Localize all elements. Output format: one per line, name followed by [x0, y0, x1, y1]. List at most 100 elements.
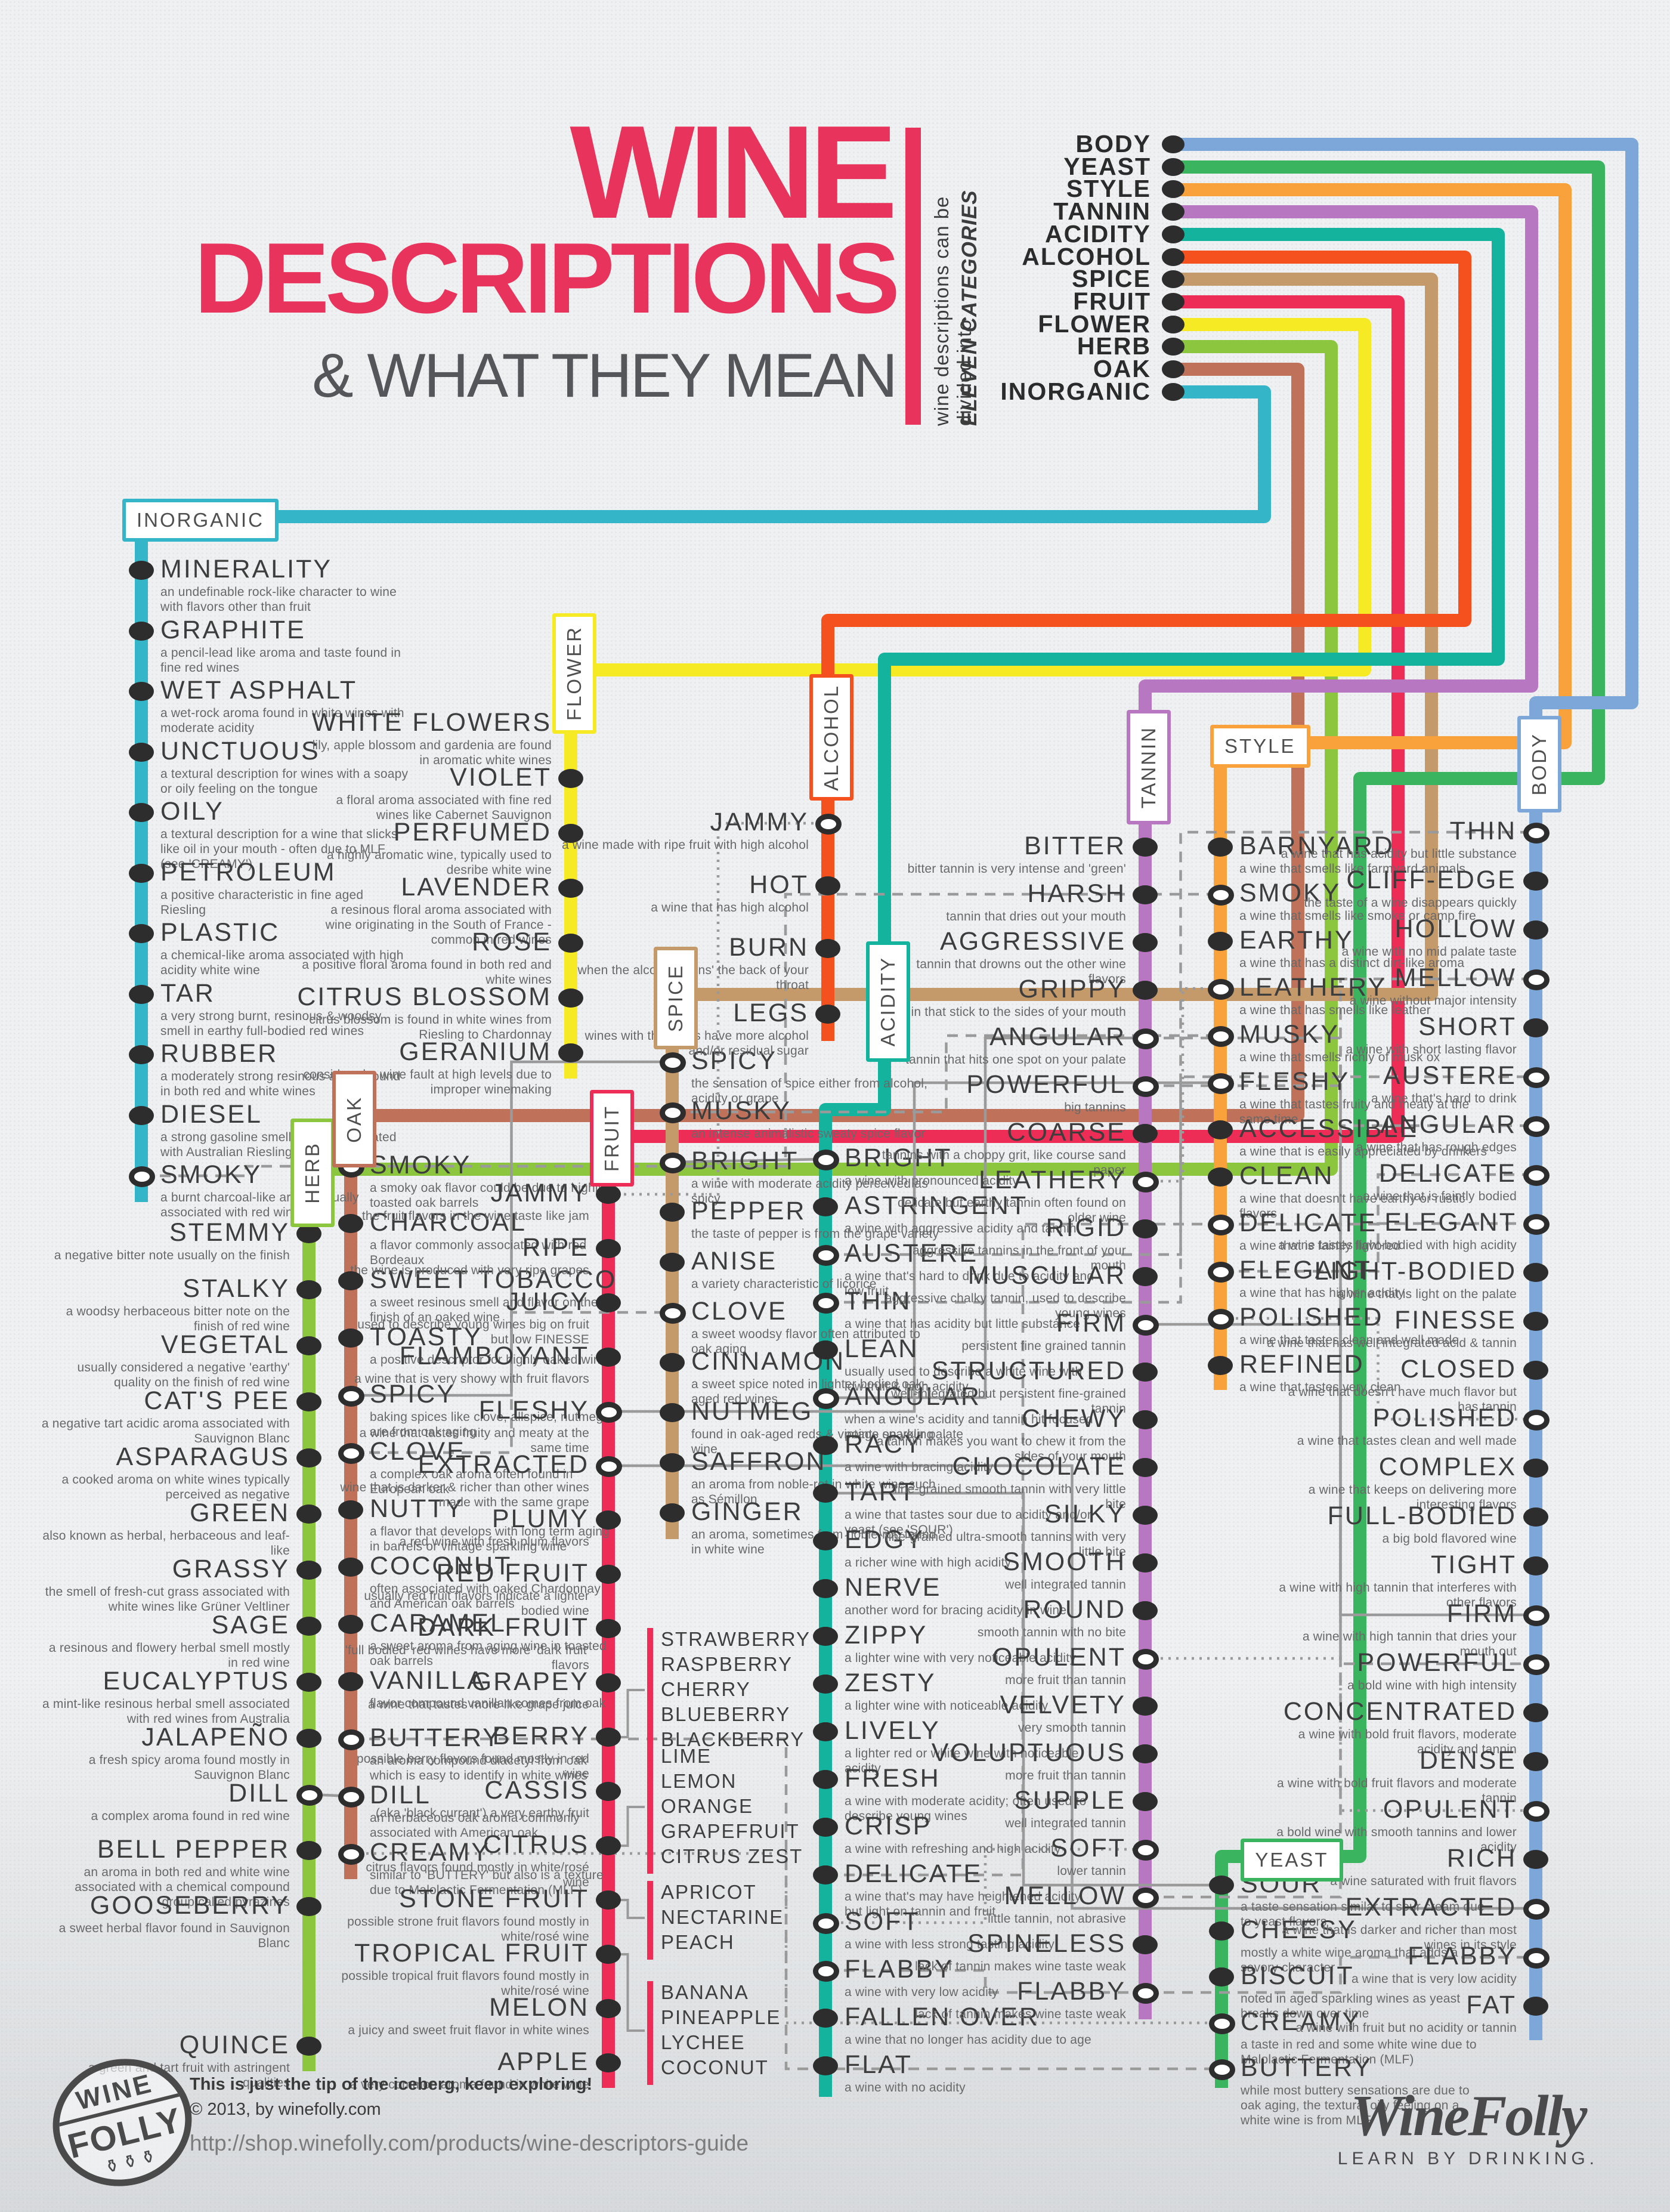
term-description: a sweet resinous smell and flavor on the… — [370, 1296, 598, 1324]
node-ring-dot — [1523, 969, 1550, 990]
node-ring-dot — [815, 814, 842, 835]
term-description: a resinous and flowery herbal smell most… — [48, 1641, 290, 1670]
node-dot — [296, 1617, 321, 1636]
term-description: a wine with high tannin that dries your … — [1302, 1630, 1517, 1658]
node-ring-dot — [338, 1787, 364, 1808]
term-item: CASSIS(aka 'black currant') a very earth… — [333, 1775, 589, 1821]
node-dot — [338, 1271, 363, 1290]
connector-angular-link — [1145, 1036, 1536, 1127]
node-dot — [1523, 1752, 1548, 1771]
term-label: FIRM — [1446, 1599, 1517, 1628]
term-label: MELLOW — [1394, 963, 1517, 992]
sublist-item: BLACKBERRY — [661, 1728, 805, 1750]
term-label: GINGER — [691, 1497, 803, 1526]
subway-line-body — [1172, 138, 1638, 2040]
sublist-item: NECTARINE — [661, 1906, 784, 1928]
node-dot — [129, 984, 154, 1004]
category-box-label: TANNIN — [1137, 725, 1159, 809]
node-dot — [296, 2037, 321, 2056]
connector-thin-link — [825, 830, 1536, 1304]
legend-label-tannin: TANNIN — [1053, 197, 1151, 225]
term-label: SUPPLE — [1014, 1786, 1126, 1815]
term-label: DIESEL — [160, 1099, 262, 1129]
term-label: BRIGHT — [691, 1147, 799, 1175]
node-dot — [1133, 1363, 1158, 1382]
legend-dot — [1162, 157, 1185, 176]
node-dot — [660, 1203, 685, 1222]
term-description: flavor compound vanillan comes from oak — [370, 1697, 606, 1710]
term-description: big tannins — [1064, 1101, 1126, 1114]
node-dot — [1523, 1997, 1548, 2016]
term-label: LEATHERY — [978, 1166, 1126, 1194]
term-description: fine-grained smooth tannin with very lit… — [893, 1482, 1126, 1511]
term-description: a sweet spice noted in lighter bodied oa… — [691, 1377, 927, 1406]
sublist-item: ORANGE — [661, 1795, 754, 1817]
node-ring-dot — [1133, 1887, 1159, 1908]
node-dot — [1133, 1267, 1158, 1286]
node-ring-dot — [1133, 1649, 1159, 1670]
term-label: ANGULAR — [989, 1022, 1126, 1051]
term-description: a wine that no longer has acidity due to… — [845, 2033, 1091, 2047]
legend-label-flower: FLOWER — [1038, 310, 1151, 338]
node-dot — [813, 1579, 838, 1598]
term-description: used to describe young wines big on frui… — [357, 1318, 589, 1346]
node-dot — [813, 1531, 838, 1550]
node-dot — [813, 2009, 838, 2028]
term-description: a wine that has acidity but little subst… — [1281, 847, 1517, 861]
term-label: FLAT — [845, 2050, 913, 2079]
term-label: PLUMY — [491, 1504, 589, 1533]
node-dot — [296, 1897, 321, 1916]
term-description: (aka 'black currant') a very earthy frui… — [375, 1806, 589, 1820]
term-label: NUTTY — [370, 1494, 465, 1523]
node-dot — [596, 1510, 621, 1530]
node-dot — [813, 1436, 838, 1455]
term-description: a woodsy herbaceous bitter note on the f… — [66, 1305, 290, 1333]
node-dot — [1133, 1935, 1158, 1954]
node-dot — [338, 1214, 363, 1233]
term-description: a wine that smells richly of musk ox — [1239, 1051, 1440, 1064]
node-dot — [813, 1627, 838, 1646]
term-description: a fresh spicy aroma found mostly in Sauv… — [88, 1753, 290, 1782]
footer-shop-url[interactable]: http://shop.winefolly.com/products/wine-… — [190, 2131, 749, 2155]
term-description: an herbaceous oak aroma commonly associa… — [370, 1811, 580, 1840]
term-label: VOLUPTUOUS — [931, 1738, 1126, 1767]
node-dot — [1523, 1312, 1548, 1331]
node-ring-dot — [1523, 1899, 1550, 1920]
node-dot — [813, 1484, 838, 1503]
term-label: LEATHERY — [1239, 973, 1387, 1002]
legend-label-alcohol: ALCOHOL — [1022, 242, 1151, 270]
node-dot — [558, 934, 583, 953]
node-dot — [558, 769, 583, 788]
term-label: BRIGHT — [845, 1144, 952, 1172]
category-box-label: BODY — [1528, 733, 1550, 796]
term-description: fine-grained ultra-smooth tannins with v… — [885, 1530, 1126, 1559]
node-ring-dot — [1523, 1948, 1550, 1969]
node-dot — [1133, 1219, 1158, 1238]
